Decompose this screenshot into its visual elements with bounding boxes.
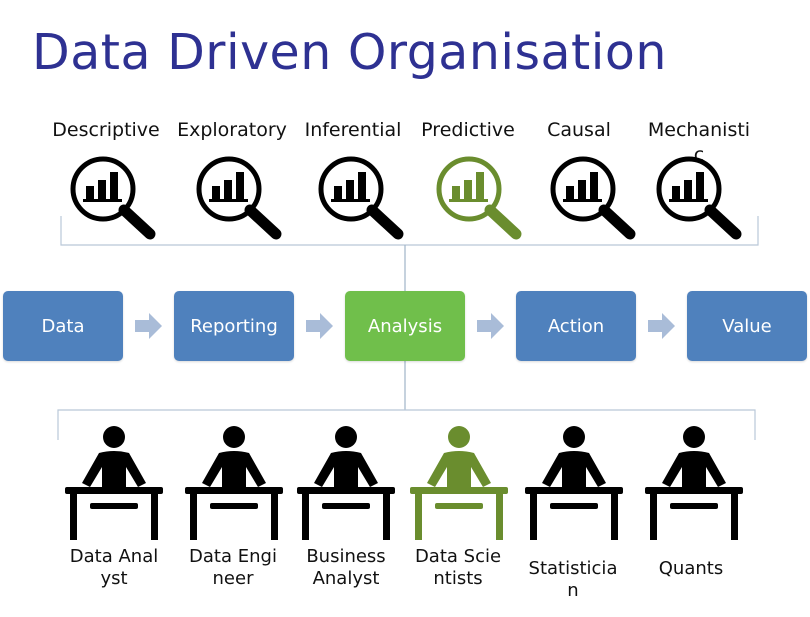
person-at-desk-icon — [525, 426, 623, 540]
role-business-analyst: Business Analyst — [306, 546, 386, 589]
arrow-right-icon — [477, 313, 504, 339]
analysis-type-exploratory: Exploratory — [177, 119, 287, 141]
arrow-right-icon — [648, 313, 675, 339]
page-title: Data Driven Organisation — [32, 24, 667, 81]
stage-action: Action — [516, 291, 636, 361]
top-bracket — [60, 216, 759, 246]
role-data-analyst: Data Analyst — [69, 546, 159, 589]
analysis-type-predictive: Predictive — [421, 119, 515, 141]
person-at-desk-icon — [185, 426, 283, 540]
magnifier-chart-icon — [70, 156, 156, 240]
role-statistician: Statistician — [528, 558, 618, 601]
person-at-desk-icon — [65, 426, 163, 540]
magnifier-chart-icon — [656, 156, 742, 240]
role-data-scientists: Data Scientists — [414, 546, 502, 589]
arrow-right-icon — [135, 313, 162, 339]
stage-analysis: Analysis — [345, 291, 465, 361]
stage-value: Value — [687, 291, 807, 361]
analysis-type-descriptive: Descriptive — [52, 119, 160, 141]
person-at-desk-icon — [297, 426, 395, 540]
magnifier-chart-icon-highlighted — [436, 156, 522, 240]
magnifier-chart-icon — [318, 156, 404, 240]
analysis-type-mechanistic: Mechanistic — [647, 119, 751, 166]
person-at-desk-icon — [645, 426, 743, 540]
stage-reporting: Reporting — [174, 291, 294, 361]
role-data-engineer: Data Engineer — [189, 546, 277, 589]
analysis-type-causal: Causal — [547, 119, 611, 141]
bottom-bracket — [57, 409, 756, 440]
magnifier-chart-icon — [196, 156, 282, 240]
analysis-type-inferential: Inferential — [304, 119, 402, 141]
stage-data: Data — [3, 291, 123, 361]
person-at-desk-icon-highlighted — [410, 426, 508, 540]
magnifier-chart-icon — [550, 156, 636, 240]
role-quants: Quants — [658, 558, 724, 579]
arrow-right-icon — [306, 313, 333, 339]
